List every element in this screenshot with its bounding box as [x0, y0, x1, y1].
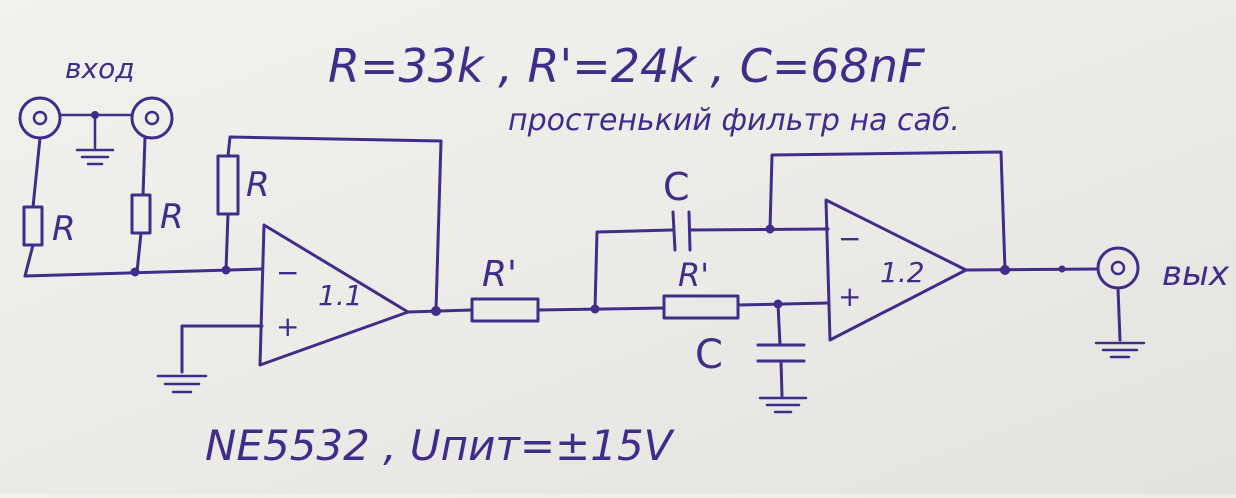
capacitor-shunt-label: C — [695, 332, 723, 378]
junction-bus-right — [130, 267, 140, 277]
wire-noninv-1-ground — [180, 324, 264, 374]
opamp-1-2 — [824, 198, 968, 342]
opamp-1-2-minus: − — [838, 222, 861, 255]
capacitor-feedback-label: C — [663, 165, 690, 209]
component-values-note: R=33k , R'=24k , C=68nF — [328, 39, 925, 93]
wire-feedback-down — [224, 212, 230, 272]
wire-out-2 — [964, 267, 1100, 272]
junction-out-2 — [1000, 265, 1010, 275]
wire-rprime2-to-noninv — [736, 301, 830, 307]
wire-rprime-node — [536, 306, 666, 312]
resistor-rprime-1-label: R' — [482, 254, 517, 295]
resistor-input-left-label: R — [52, 209, 76, 249]
resistor-rprime-1 — [470, 297, 540, 323]
wire-right-resistor-to-bus — [135, 231, 143, 274]
input-connector-right — [130, 96, 174, 140]
wire-feedback-loop — [226, 135, 443, 312]
opamp-1-1-minus: − — [276, 256, 299, 289]
ground-symbol-3 — [1094, 341, 1146, 359]
wire-output-ground — [1116, 286, 1122, 342]
wire-cap-to-inverting-2 — [688, 227, 830, 232]
wire-to-cap-shunt — [776, 302, 782, 347]
output-connector — [1096, 246, 1140, 290]
opamp-1-1-plus: + — [276, 310, 299, 343]
opamp-1-1 — [258, 223, 410, 367]
input-connector-left — [18, 96, 62, 140]
ground-symbol-2 — [758, 396, 808, 414]
resistor-input-right-label: R — [160, 197, 184, 237]
wire-cap-shunt-ground — [779, 359, 784, 398]
wire-in-right — [141, 136, 147, 197]
input-shield-ground — [58, 111, 134, 166]
resistor-rprime-2-label: R' — [678, 256, 709, 294]
opamp-1-2-label: 1.2 — [880, 256, 925, 289]
resistor-input-right — [130, 193, 152, 235]
wire-in-left — [31, 136, 42, 209]
opamp-1-1-label: 1.1 — [318, 279, 363, 312]
junction-out-1 — [431, 306, 441, 316]
input-label: вход — [65, 52, 135, 85]
supply-note: NE5532 , Uпит=±15V — [205, 421, 676, 470]
description-note: простенький фильтр на саб. — [508, 103, 960, 138]
output-label: вых — [1162, 254, 1230, 294]
summing-bus — [23, 243, 264, 278]
junction-out-mid — [1058, 265, 1066, 273]
ground-symbol-1 — [156, 374, 208, 394]
resistor-feedback-label: R — [246, 165, 270, 205]
wire-feedback-2 — [768, 150, 1007, 272]
capacitor-feedback — [671, 210, 692, 252]
resistor-input-left — [22, 205, 44, 247]
resistor-rprime-2 — [662, 294, 740, 320]
wire-to-cap-feedback — [593, 228, 674, 311]
resistor-feedback — [216, 154, 240, 216]
capacitor-shunt — [756, 343, 806, 363]
opamp-1-2-plus: + — [838, 280, 861, 313]
